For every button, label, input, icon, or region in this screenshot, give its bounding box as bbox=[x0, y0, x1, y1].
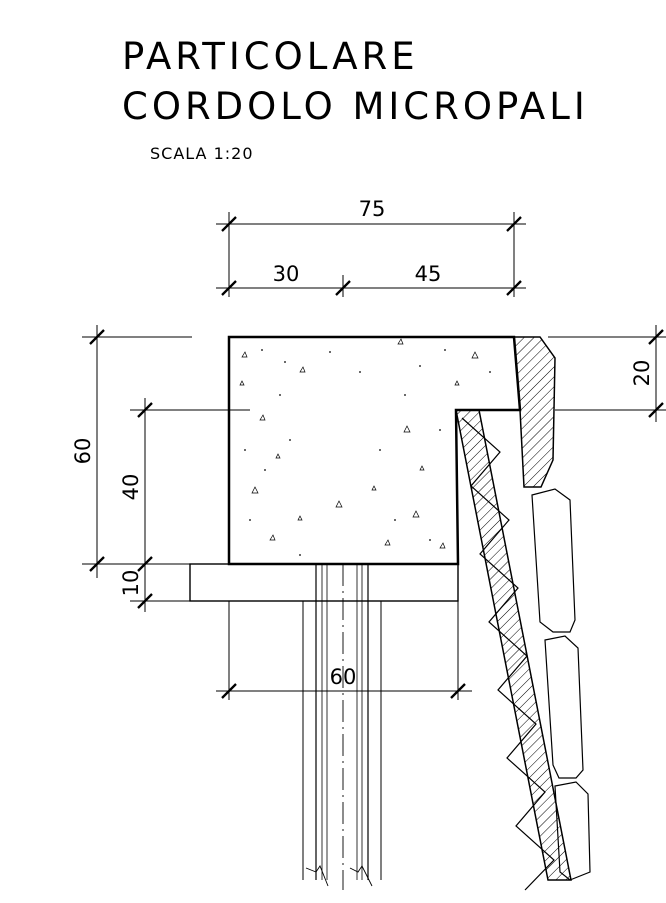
dimension-ticks bbox=[89, 216, 664, 699]
sloped-retaining-wall bbox=[455, 409, 572, 881]
precast-facing-cap bbox=[513, 336, 556, 488]
dim-total-width: 75 bbox=[359, 197, 386, 221]
drawing-title-line-2: CORDOLO MICROPALI bbox=[122, 85, 589, 128]
concrete-aggregate-texture bbox=[239, 338, 479, 549]
dim-step-height: 20 bbox=[630, 360, 654, 387]
stone-cladding bbox=[531, 488, 591, 881]
dim-lean-concrete: 10 bbox=[119, 570, 143, 597]
concrete-dot-texture bbox=[244, 349, 491, 556]
lean-concrete-slab bbox=[189, 563, 459, 602]
dim-pile-embed: 40 bbox=[119, 474, 143, 501]
drawing-title-line-1: PARTICOLARE bbox=[122, 35, 419, 78]
dim-base-width: 60 bbox=[330, 665, 357, 689]
dim-total-height: 60 bbox=[71, 438, 95, 465]
drawing-scale: SCALA 1:20 bbox=[150, 144, 254, 163]
dim-left-width: 30 bbox=[273, 262, 300, 286]
geogrid-reinforcement bbox=[461, 417, 555, 891]
dimension-lines bbox=[82, 212, 666, 700]
dim-right-width: 45 bbox=[415, 262, 442, 286]
